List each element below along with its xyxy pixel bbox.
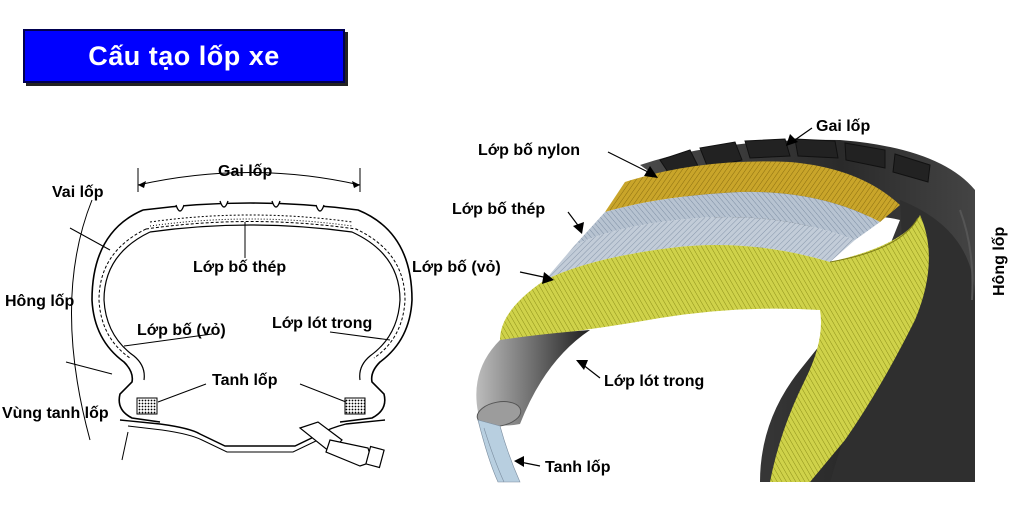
tire-outer-outline bbox=[91, 202, 413, 423]
label-steel-belt-left: Lớp bố thép bbox=[193, 259, 286, 276]
label-nylon-belt: Lớp bố nylon bbox=[478, 142, 580, 159]
label-carcass-right: Lớp bố (vỏ) bbox=[412, 259, 501, 276]
page-title: Cấu tạo lốp xe bbox=[88, 40, 280, 71]
steel-belt-layer bbox=[575, 191, 880, 245]
cross-section-diagram: Gai lốp Vai lốp Lớp bố thép Hông lốp Lớp… bbox=[2, 163, 413, 469]
label-bead-left: Tanh lốp bbox=[212, 372, 278, 389]
label-inner-liner-left: Lớp lót trong bbox=[272, 315, 372, 332]
bead-strip bbox=[477, 419, 521, 483]
steel-belt-band bbox=[149, 214, 353, 223]
valve-stem bbox=[298, 421, 385, 469]
label-steel-belt-right: Lớp bố thép bbox=[452, 201, 545, 218]
cutaway-diagram: Gai lốp Lớp bố nylon Lớp bố thép Lớp bố … bbox=[412, 118, 1008, 483]
label-bead-right: Tanh lốp bbox=[545, 459, 611, 476]
title-banner: Cấu tạo lốp xe bbox=[23, 29, 345, 83]
carcass-line bbox=[98, 221, 406, 359]
label-carcass-left: Lớp bố (vỏ) bbox=[137, 322, 226, 339]
label-tread-left: Gai lốp bbox=[218, 163, 272, 180]
carcass-layer bbox=[500, 215, 929, 482]
bead-left bbox=[136, 397, 158, 415]
nylon-belt-layer bbox=[605, 161, 900, 222]
label-sidewall-right: Hông lốp bbox=[991, 226, 1008, 296]
steel-belt-layer-2 bbox=[545, 216, 855, 280]
label-sidewall-left: Hông lốp bbox=[5, 293, 75, 310]
label-inner-liner-right: Lớp lót trong bbox=[604, 373, 704, 390]
label-bead-area: Vùng tanh lốp bbox=[2, 405, 109, 422]
bead-right bbox=[344, 397, 366, 415]
label-tread-right: Gai lốp bbox=[816, 118, 870, 135]
sidewall-arc bbox=[71, 199, 93, 441]
rim bbox=[119, 419, 386, 447]
inner-liner-line bbox=[103, 224, 401, 381]
label-shoulder: Vai lốp bbox=[52, 184, 104, 201]
tread-grooves bbox=[175, 200, 325, 212]
tread-width-arc bbox=[137, 172, 361, 186]
